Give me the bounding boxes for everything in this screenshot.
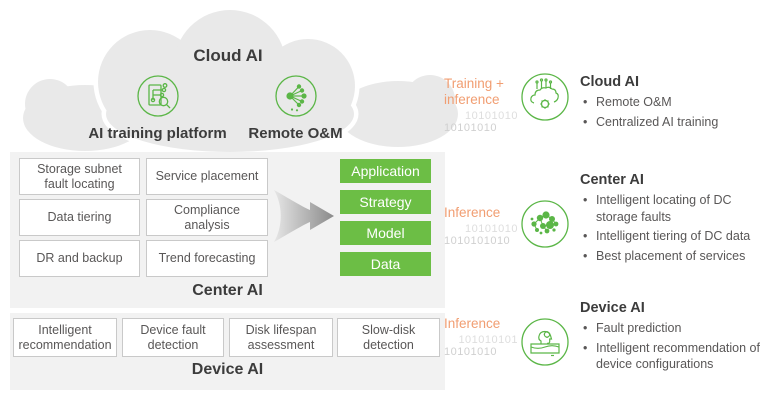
stack-box-model: Model [340,221,431,245]
center-ai-panel: Storage subnet fault locating Data tieri… [10,152,445,308]
bullet-item: Best placement of services [580,248,768,265]
row-title: Device AI [580,300,645,316]
row-title: Cloud AI [580,74,640,90]
stack-box-data: Data [340,252,431,276]
cloud-ai-summary: Cloud AI Remote O&M Centralized AI train… [580,74,768,133]
center-capability-box: Trend forecasting [146,240,268,277]
device-capability-box: Device fault detection [122,318,224,357]
center-capability-box: Compliance analysis [146,199,268,236]
device-ai-summary: Device AI Fault prediction Intelligent r… [580,300,768,376]
cloud-item-remote-om: Remote O&M [243,74,348,142]
center-capability-box: Storage subnet fault locating [19,158,140,195]
cloud-ai-brain-icon [521,73,569,121]
binary-stream: 101010101 10101010 [444,334,518,359]
remote-om-icon [274,75,317,117]
device-capability-box: Intelligent recommendation [13,318,117,357]
binary-stream: 10101010 10101010 [444,110,518,135]
stack-box-strategy: Strategy [340,190,431,214]
device-ai-icon [521,318,569,366]
ai-training-platform-icon [136,75,179,117]
bullet-item: Centralized AI training [580,114,768,131]
device-capability-box: Disk lifespan assessment [229,318,333,357]
bullet-item: Fault prediction [580,320,768,337]
center-ai-summary: Center AI Intelligent locating of DC sto… [580,172,768,267]
binary-stream: 10101010 1010101010 [444,223,518,248]
bullet-list: Remote O&M Centralized AI training [580,94,768,130]
mode-label: Inference [444,316,501,331]
bullet-item: Remote O&M [580,94,768,111]
mode-label: Inference [444,205,501,220]
center-ai-label: Center AI [192,282,263,299]
cloud-item-ai-training-platform: AI training platform [85,74,230,142]
center-capability-box: DR and backup [19,240,140,277]
device-capability-box: Slow-disk detection [337,318,440,357]
center-ai-network-icon [521,200,569,248]
stack-box-application: Application [340,159,431,183]
bullet-list: Intelligent locating of DC storage fault… [580,192,768,264]
bullet-item: Intelligent recommendation of device con… [580,340,768,373]
center-capability-box: Data tiering [19,199,140,236]
bullet-item: Intelligent locating of DC storage fault… [580,192,768,225]
mode-block-cloud: Training + inference 10101010 10101010 [444,76,518,135]
mode-block-center: Inference 10101010 1010101010 [444,205,518,247]
mode-label: Training + inference [444,76,504,108]
cloud-shape [23,5,458,157]
arrow-right-icon [274,190,334,242]
cloud-item-label: AI training platform [88,125,227,142]
cloud-item-label: Remote O&M [248,125,343,142]
row-title: Center AI [580,172,644,188]
bullet-item: Intelligent tiering of DC data [580,228,768,245]
device-ai-panel: Intelligent recommendation Device fault … [10,313,445,390]
mode-block-device: Inference 101010101 10101010 [444,316,518,358]
cloud-ai-title: Cloud AI [193,46,263,65]
bullet-list: Fault prediction Intelligent recommendat… [580,320,768,373]
center-capability-box: Service placement [146,158,268,195]
device-ai-label: Device AI [191,361,264,378]
